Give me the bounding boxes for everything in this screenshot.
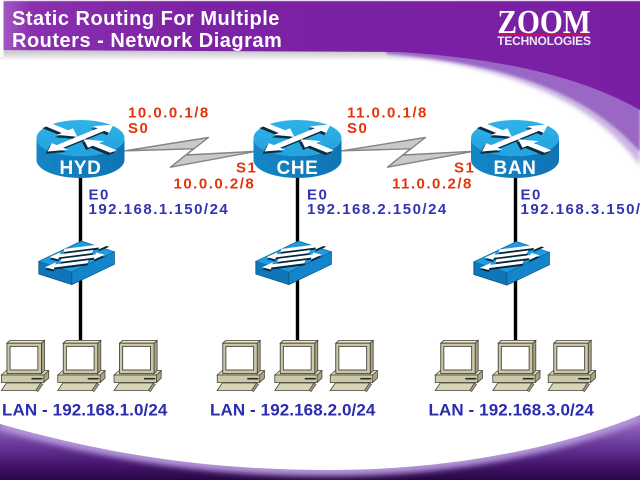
svg-text:Routers - Network Diagram: Routers - Network Diagram: [12, 30, 282, 52]
svg-text:E0: E0: [521, 187, 542, 204]
svg-text:192.168.2.150/24: 192.168.2.150/24: [307, 201, 448, 218]
svg-text:10.0.0.1/8: 10.0.0.1/8: [128, 105, 210, 122]
svg-text:192.168.3.150/24: 192.168.3.150/24: [521, 201, 640, 218]
svg-text:LAN - 192.168.2.0/24: LAN - 192.168.2.0/24: [210, 401, 376, 420]
svg-text:S0: S0: [128, 120, 149, 137]
svg-text:192.168.1.150/24: 192.168.1.150/24: [89, 201, 230, 218]
svg-text:10.0.0.2/8: 10.0.0.2/8: [174, 176, 256, 193]
svg-text:E0: E0: [89, 187, 110, 204]
svg-text:Static Routing For Multiple: Static Routing For Multiple: [12, 8, 280, 30]
svg-text:BAN: BAN: [494, 158, 537, 179]
svg-text:LAN - 192.168.3.0/24: LAN - 192.168.3.0/24: [429, 401, 595, 420]
svg-text:S0: S0: [347, 120, 368, 137]
svg-text:11.0.0.1/8: 11.0.0.1/8: [347, 105, 428, 122]
svg-text:E0: E0: [307, 187, 328, 204]
svg-text:HYD: HYD: [60, 158, 102, 179]
svg-text:S1: S1: [236, 160, 257, 177]
svg-text:S1: S1: [454, 160, 475, 177]
svg-text:TECHNOLOGIES: TECHNOLOGIES: [497, 34, 591, 48]
svg-text:11.0.0.2/8: 11.0.0.2/8: [392, 176, 473, 193]
svg-text:CHE: CHE: [277, 158, 319, 179]
svg-text:LAN - 192.168.1.0/24: LAN - 192.168.1.0/24: [2, 401, 168, 420]
